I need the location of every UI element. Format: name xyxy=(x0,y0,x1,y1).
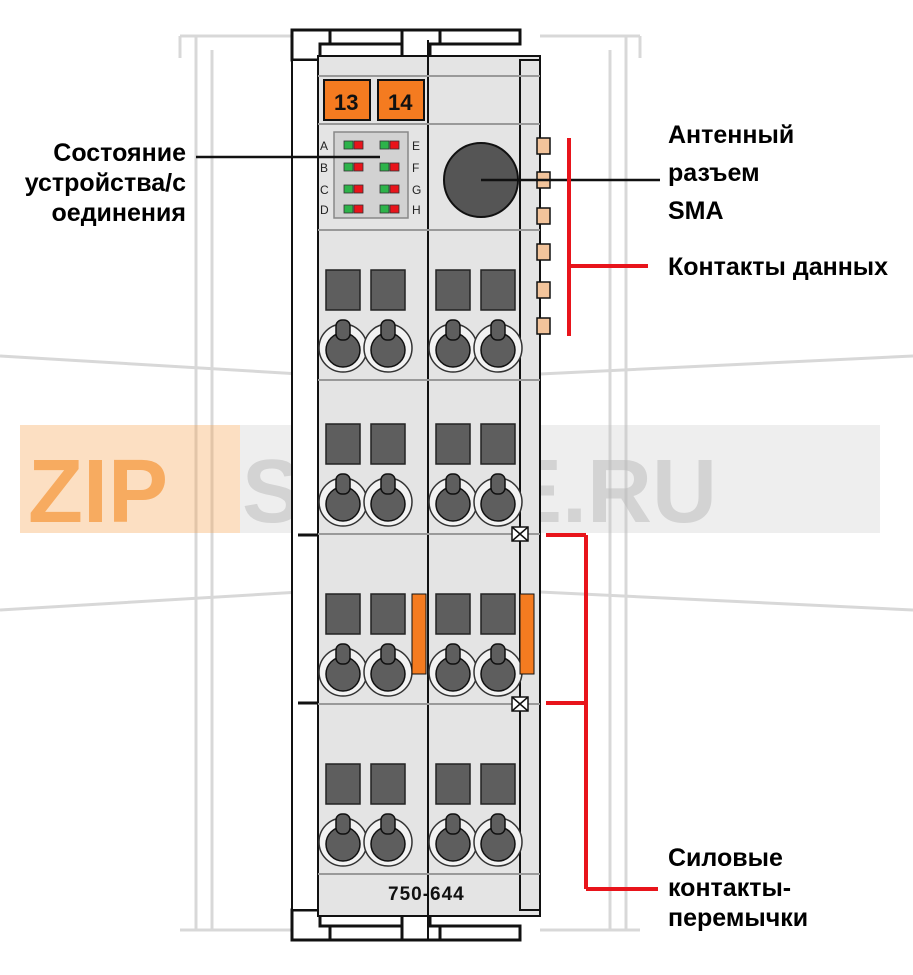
power-contact-springs xyxy=(511,526,529,712)
wire-clamp xyxy=(428,423,478,527)
din-rail-ghost xyxy=(0,34,913,932)
antenna-label-line-3: SMA xyxy=(668,197,724,225)
wire-clamp xyxy=(473,593,523,697)
led-letter-a: A xyxy=(320,139,328,153)
led-letter-h: H xyxy=(412,203,421,217)
wire-clamp xyxy=(363,763,413,867)
led-indicator-1 xyxy=(343,140,364,150)
status-label: Состояние устройства/с оединения xyxy=(0,138,186,228)
power-contacts-bracket xyxy=(546,533,658,891)
data-contact-pad-5 xyxy=(536,281,551,299)
wire-clamp xyxy=(428,269,478,373)
data-contacts-bracket xyxy=(567,138,648,336)
status-label-line-3: оединения xyxy=(51,199,186,227)
terminal-13-chip xyxy=(323,79,371,121)
data-contact-pad-6 xyxy=(536,317,551,335)
led-indicator-2 xyxy=(343,162,364,172)
wire-clamp xyxy=(318,269,368,373)
power-contacts-label-line-1: Силовые xyxy=(668,844,783,872)
power-jumper-right xyxy=(519,593,535,675)
watermark-left-text: ZIP xyxy=(28,442,168,542)
wire-clamp xyxy=(473,763,523,867)
data-contact-pad-3 xyxy=(536,207,551,225)
led-indicator-7 xyxy=(379,184,400,194)
wire-clamp xyxy=(318,593,368,697)
wire-clamp xyxy=(473,269,523,373)
status-label-line-2: устройства/с xyxy=(24,169,186,197)
terminal-14-label: 14 xyxy=(388,90,413,115)
data-contacts-label: Контакты данных xyxy=(668,253,889,281)
led-indicator-6 xyxy=(379,162,400,172)
wire-clamp xyxy=(363,593,413,697)
led-lamps xyxy=(343,140,400,214)
led-indicator-3 xyxy=(343,184,364,194)
led-letter-g: G xyxy=(412,183,421,197)
power-jumper-left xyxy=(411,593,427,675)
data-contact-pad-4 xyxy=(536,243,551,261)
led-indicator-5 xyxy=(379,140,400,150)
led-indicator-8 xyxy=(379,204,400,214)
led-indicator-4 xyxy=(343,204,364,214)
wire-clamp xyxy=(428,593,478,697)
clamp-rows xyxy=(318,269,540,875)
terminal-14-chip xyxy=(377,79,425,121)
led-letter-c: C xyxy=(320,183,329,197)
led-letter-d: D xyxy=(320,203,329,217)
power-contacts-label-line-2: контакты- xyxy=(668,874,792,902)
led-letter-f: F xyxy=(412,161,419,175)
antenna-label: Антенный разъем SMA xyxy=(668,116,794,230)
data-contact-pad-1 xyxy=(536,137,551,155)
wire-clamp xyxy=(363,423,413,527)
status-label-line-1: Состояние xyxy=(53,139,186,167)
led-letter-e: E xyxy=(412,139,420,153)
power-contacts-label-line-3: перемычки xyxy=(668,904,809,932)
led-letter-b: B xyxy=(320,161,328,175)
model-number: 750-644 xyxy=(388,884,465,905)
power-contacts-label: Силовые контакты- перемычки xyxy=(668,843,808,933)
module-body-left-rail xyxy=(291,59,319,911)
antenna-label-line-1: Антенный xyxy=(668,121,795,149)
wire-clamp xyxy=(363,269,413,373)
wire-clamp xyxy=(473,423,523,527)
terminal-13-label: 13 xyxy=(334,90,358,115)
wire-clamp xyxy=(428,763,478,867)
antenna-label-line-2: разъем xyxy=(668,159,760,187)
